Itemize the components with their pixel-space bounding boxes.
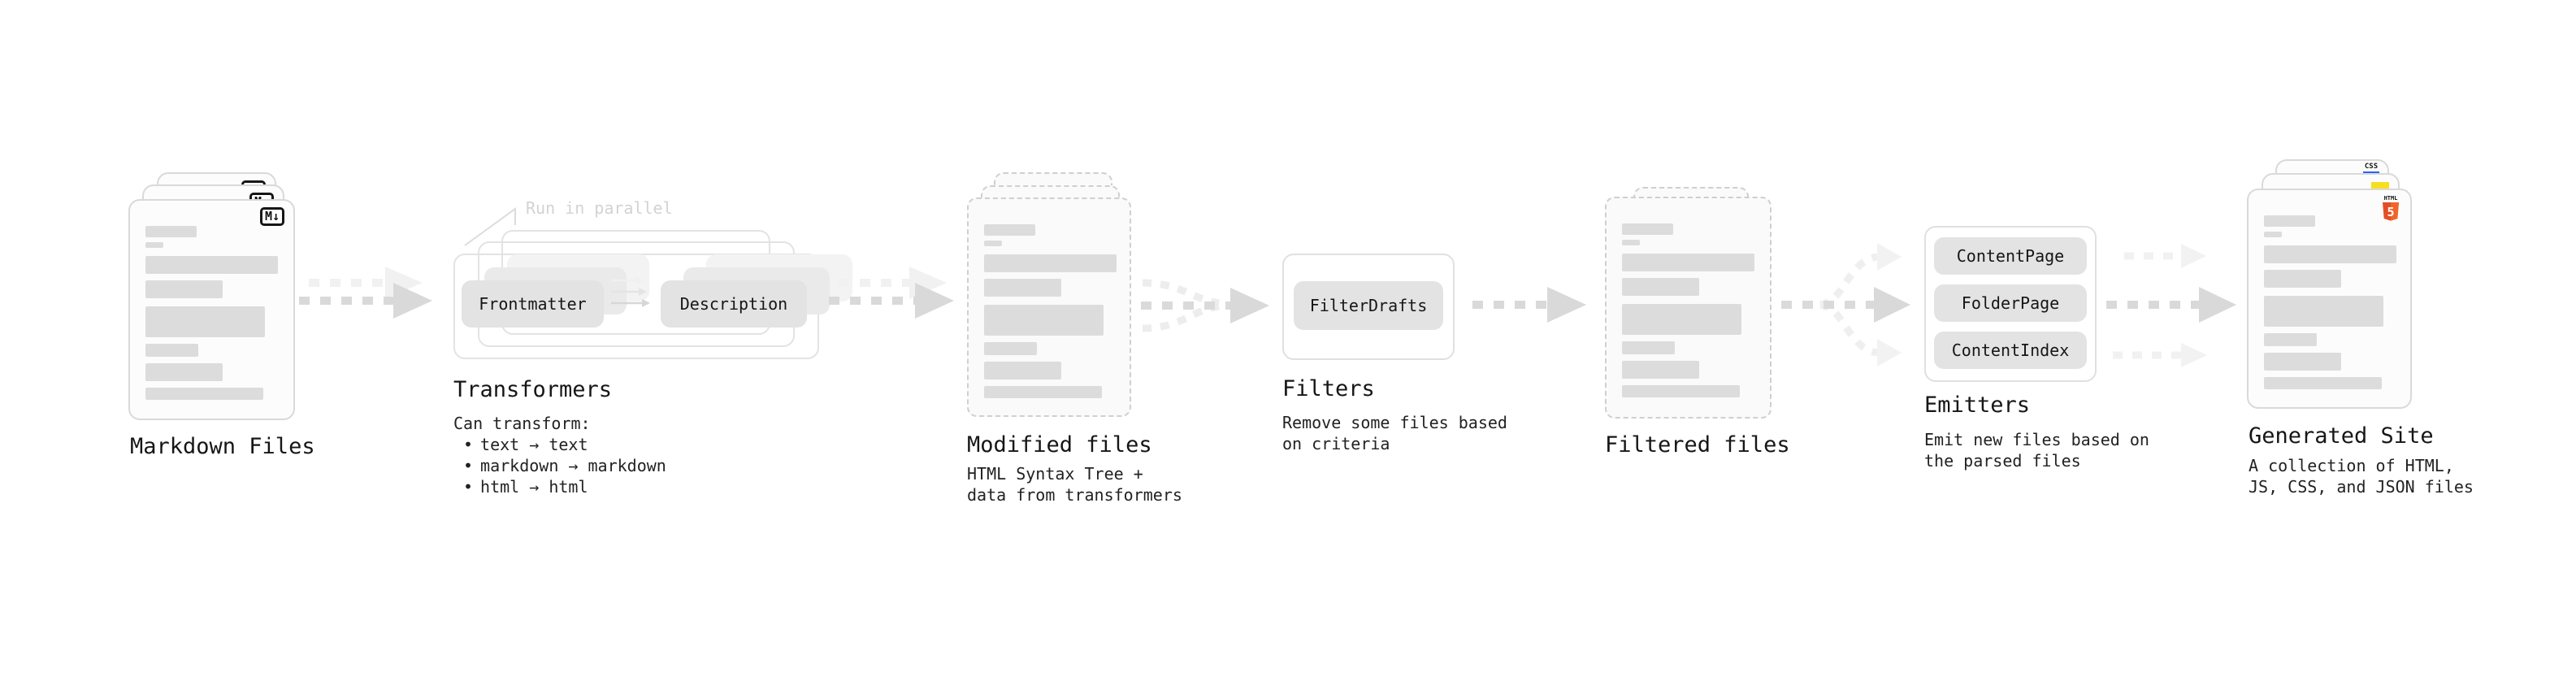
arrow-modified-to-filters xyxy=(1141,279,1269,332)
doc-text-bar xyxy=(984,386,1102,398)
arrow-filtered-to-emitters xyxy=(1781,243,1910,367)
generated-site-title: Generated Site xyxy=(2249,423,2434,449)
markdown-file-front: M↓ xyxy=(128,199,295,420)
doc-text-bar xyxy=(1622,361,1699,379)
transformers-title: Transformers xyxy=(453,377,613,402)
modified-file-front xyxy=(967,197,1131,417)
doc-text-bar xyxy=(1622,341,1675,354)
html5-icon: HTML 5 xyxy=(2383,195,2399,221)
doc-text-bar xyxy=(984,224,1035,236)
doc-text-bar xyxy=(145,256,278,274)
doc-text-bar xyxy=(145,344,198,357)
description-pill: Description xyxy=(661,280,807,327)
markdown-files-title: Markdown Files xyxy=(130,434,315,459)
transform-arrows-icon xyxy=(611,276,650,307)
modified-body-line: HTML Syntax Tree + xyxy=(967,464,1143,484)
doc-text-bar xyxy=(1622,223,1673,235)
doc-text-bar xyxy=(1622,254,1754,271)
css-icon: CSS xyxy=(2363,163,2379,174)
doc-text-bar xyxy=(2264,232,2282,237)
doc-text-bar xyxy=(145,280,223,298)
doc-text-bar xyxy=(145,226,197,237)
filters-body-line: Remove some files based xyxy=(1282,413,1507,432)
emitters-description: Emit new files based on the parsed files xyxy=(1924,429,2149,471)
transformers-bullet: • markdown → markdown xyxy=(453,455,666,476)
bullet-icon: • xyxy=(463,477,474,497)
bullet-text: text → text xyxy=(480,435,588,454)
modified-files-title: Modified files xyxy=(967,432,1152,458)
doc-text-bar xyxy=(1622,304,1741,335)
doc-text-bar xyxy=(2264,296,2383,327)
doc-text-bar xyxy=(1622,278,1699,296)
filtered-file-front xyxy=(1605,197,1772,419)
generated-body-line: JS, CSS, and JSON files xyxy=(2249,477,2474,497)
doc-text-bar xyxy=(984,254,1117,272)
doc-text-bar xyxy=(984,362,1061,380)
generated-site-stack: CSS HTML 5 xyxy=(2247,159,2442,415)
doc-text-bar xyxy=(1622,240,1640,245)
markdown-file-stack: M↓ M↓ M↓ xyxy=(128,172,323,424)
modified-body-line: data from transformers xyxy=(967,485,1182,505)
contentindex-pill: ContentIndex xyxy=(1934,332,2087,369)
transformers-description: Can transform: • text → text • markdown → … xyxy=(453,413,666,497)
transformers-bullet: • html → html xyxy=(453,476,666,497)
bullet-text: html → html xyxy=(480,477,588,497)
run-in-parallel-label: Run in parallel xyxy=(526,198,673,218)
doc-text-bar xyxy=(984,279,1061,297)
html5-icon-number: 5 xyxy=(2387,205,2394,219)
arrow-transformers-to-modified xyxy=(829,267,954,319)
arrow-markdown-to-transformers xyxy=(299,267,432,319)
transformers-bullet: • text → text xyxy=(453,434,666,455)
html5-icon-label: HTML xyxy=(2384,195,2398,202)
filtered-file-stack xyxy=(1605,187,1792,427)
modified-file-stack xyxy=(967,172,1154,424)
emitters-body-line: the parsed files xyxy=(1924,451,2081,471)
doc-text-bar xyxy=(984,342,1037,355)
doc-text-bar xyxy=(2264,245,2396,263)
doc-text-bar xyxy=(145,242,163,248)
frontmatter-pill: Frontmatter xyxy=(462,280,604,327)
arrow-emitters-to-site xyxy=(2106,244,2236,367)
bullet-icon: • xyxy=(463,435,474,454)
arrow-filters-to-filtered xyxy=(1472,287,1586,323)
filters-body-line: on criteria xyxy=(1282,434,1390,453)
bullet-icon: • xyxy=(463,456,474,475)
doc-text-bar xyxy=(2264,333,2317,346)
transformers-body-line: Can transform: xyxy=(453,414,591,433)
filterdrafts-pill: FilterDrafts xyxy=(1294,281,1443,330)
generated-body-line: A collection of HTML, xyxy=(2249,456,2454,475)
doc-text-bar xyxy=(145,388,263,400)
generated-site-description: A collection of HTML, JS, CSS, and JSON … xyxy=(2249,455,2474,497)
doc-text-bar xyxy=(984,305,1104,336)
filtered-files-title: Filtered files xyxy=(1605,432,1790,458)
filters-description: Remove some files based on criteria xyxy=(1282,412,1507,454)
emitters-title: Emitters xyxy=(1924,393,2031,418)
doc-text-bar xyxy=(2264,377,2382,389)
filters-title: Filters xyxy=(1282,376,1375,401)
run-in-parallel-callout-line xyxy=(464,207,516,246)
css-icon-label: CSS xyxy=(2364,163,2379,171)
modified-files-description: HTML Syntax Tree + data from transformer… xyxy=(967,463,1182,505)
doc-text-bar xyxy=(2264,270,2341,288)
emitters-body-line: Emit new files based on xyxy=(1924,430,2149,449)
folderpage-pill: FolderPage xyxy=(1934,284,2087,322)
doc-text-bar xyxy=(145,306,265,337)
doc-text-bar xyxy=(2264,215,2315,227)
html-file: HTML 5 xyxy=(2247,189,2412,409)
doc-text-bar xyxy=(2264,353,2341,371)
contentpage-pill: ContentPage xyxy=(1934,237,2087,275)
bullet-text: markdown → markdown xyxy=(480,456,666,475)
doc-text-bar xyxy=(984,241,1002,246)
markdown-icon: M↓ xyxy=(259,207,284,226)
doc-text-bar xyxy=(1622,385,1740,397)
doc-text-bar xyxy=(145,363,223,381)
